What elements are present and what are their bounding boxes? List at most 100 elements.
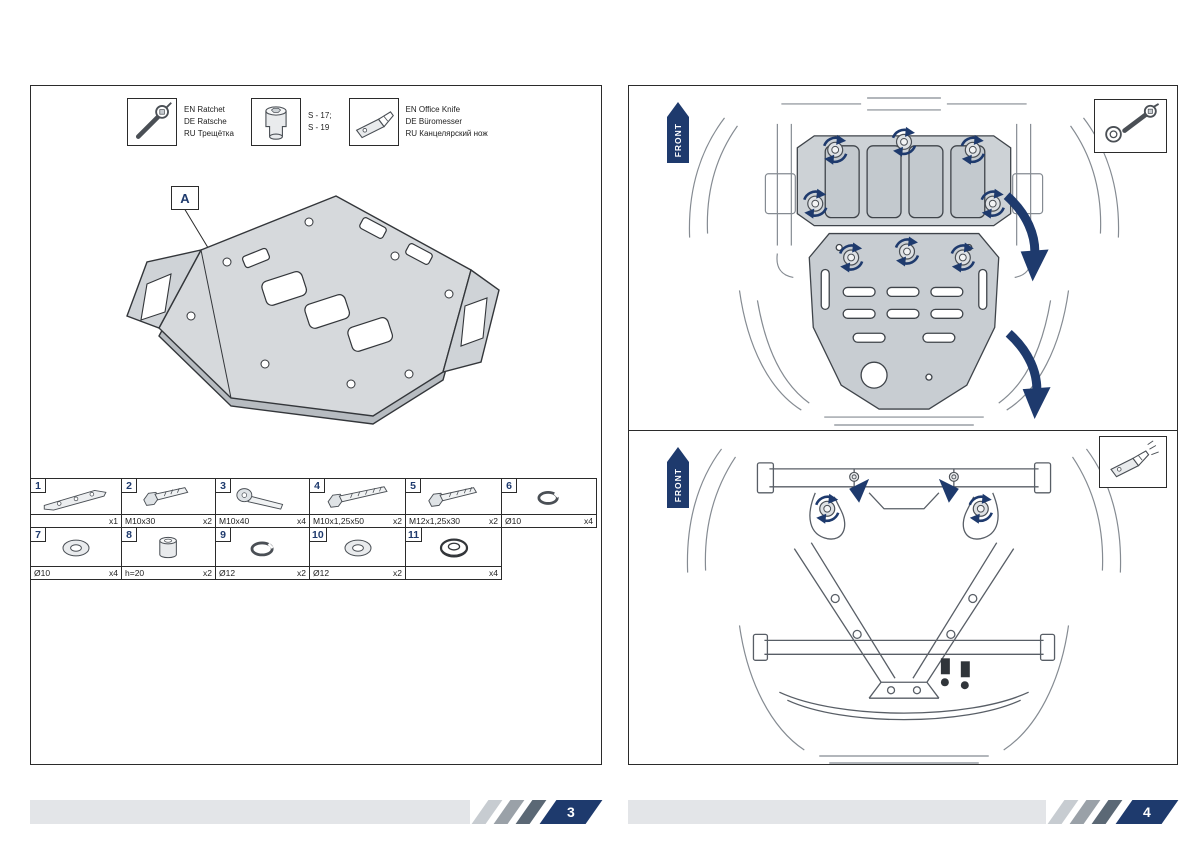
- ratchet-icon: [127, 98, 177, 146]
- front-indicator-1: FRONT: [667, 102, 689, 163]
- part-number: 6: [502, 479, 517, 493]
- underbody-structure: [752, 462, 1056, 721]
- footer-left: 3: [30, 800, 603, 824]
- rotate-down-arrows: [1003, 192, 1051, 420]
- torque-bolt-icon: [814, 492, 840, 526]
- part-number: 10: [310, 528, 327, 542]
- step-1-tool-ratchet-icon: [1094, 99, 1167, 153]
- spacer-bushing-icon: [122, 529, 215, 566]
- page-number-left: 3: [539, 800, 603, 824]
- parts-row-1: 1 x1 2: [30, 478, 597, 528]
- spring-washer-icon: [502, 480, 596, 514]
- part-qty: x4: [297, 516, 306, 526]
- footer-bar: [628, 800, 1046, 824]
- knife-name-de: DE Büromesser: [405, 117, 462, 126]
- step-1-panel: FRONT: [629, 86, 1177, 431]
- part-number: 8: [122, 528, 137, 542]
- step-2-tool-knife-icon: [1099, 436, 1167, 488]
- part-spec: Ø12: [313, 568, 330, 578]
- cup-washer-icon: [406, 529, 501, 566]
- part-number: 2: [122, 479, 137, 493]
- socket-icon: [250, 98, 301, 146]
- knife-name-en: EN Office Knife: [405, 105, 461, 114]
- step-2-panel: FRONT: [629, 431, 1177, 765]
- part-cell-7: 7 Ø10 x4: [30, 527, 122, 580]
- part-cell-5: 5 M12x1,25x30 x2: [405, 478, 502, 528]
- step-1-drawing: [688, 97, 1120, 426]
- part-qty: x2: [393, 568, 402, 578]
- part-spec: Ø10: [34, 568, 51, 578]
- up-arrow-icon: [667, 102, 689, 117]
- front-label: FRONT: [673, 122, 683, 158]
- front-label: FRONT: [673, 467, 683, 503]
- parts-table: 1 x1 2: [30, 478, 597, 580]
- part-spec: M10x40: [219, 516, 250, 526]
- assembly-label: A: [171, 186, 199, 210]
- socket-sizes: S - 17; S - 19: [308, 110, 332, 134]
- ratchet-name-ru: RU Трещётка: [184, 129, 234, 138]
- part-number: 7: [31, 528, 46, 542]
- part-qty: x2: [203, 516, 212, 526]
- part-qty: x2: [489, 516, 498, 526]
- up-arrow-icon: [667, 447, 689, 462]
- part-spec: h=20: [125, 568, 145, 578]
- assembly-diagram: A: [51, 166, 531, 471]
- part-spec: M10x1,25x50: [313, 516, 365, 526]
- spring-washer-icon: [216, 529, 309, 566]
- knife-name-ru: RU Канцелярский нож: [405, 129, 488, 138]
- part-qty: x4: [109, 568, 118, 578]
- part-cell-11: 11 x4: [405, 527, 502, 580]
- part-cell-4: 4 M10x1,25x50 x2: [309, 478, 406, 528]
- page-number-right: 4: [1115, 800, 1179, 824]
- footer-bar: [30, 800, 470, 824]
- skid-plate-drawing: [126, 195, 500, 425]
- part-number: 4: [310, 479, 325, 493]
- ratchet-name-en: EN Ratchet: [184, 105, 225, 114]
- part-qty: x4: [584, 516, 593, 526]
- part-spec: Ø12: [219, 568, 236, 578]
- page-right: FRONT: [628, 85, 1178, 765]
- hex-bolt-icon: [406, 480, 501, 514]
- part-spec: Ø10: [505, 516, 522, 526]
- mount-bracket-icon: [31, 480, 121, 514]
- ratchet-name-de: DE Ratsche: [184, 117, 227, 126]
- hex-bolt-icon: [122, 480, 215, 514]
- part-qty: x2: [297, 568, 306, 578]
- footer-right: 4: [628, 800, 1179, 824]
- part-qty: x2: [393, 516, 402, 526]
- part-cell-2: 2 M10x30 x2: [121, 478, 216, 528]
- knife-names: EN Office Knife DE Büromesser RU Канцеля…: [406, 104, 488, 140]
- insert-arrows: [849, 478, 959, 503]
- button-head-bolt-icon: [216, 480, 309, 514]
- part-cell-6: 6 Ø10 x4: [501, 478, 597, 528]
- part-qty: x1: [109, 516, 118, 526]
- flat-washer-icon: [310, 529, 405, 566]
- part-spec: M12x1,25x30: [409, 516, 461, 526]
- front-indicator-2: FRONT: [667, 447, 689, 508]
- part-number: 5: [406, 479, 421, 493]
- part-spec: M10x30: [125, 516, 156, 526]
- tool-legend: EN Ratchet DE Ratsche RU Трещётка S - 17…: [127, 98, 498, 146]
- hex-bolt-long-icon: [310, 480, 405, 514]
- part-cell-3: 3 M10x40 x4: [215, 478, 310, 528]
- flat-washer-icon: [31, 529, 121, 566]
- part-number: 1: [31, 479, 46, 493]
- part-cell-9: 9 Ø12 x2: [215, 527, 310, 580]
- torque-bolt-icon: [968, 492, 994, 526]
- part-cell-8: 8 h=20 x2: [121, 527, 216, 580]
- part-number: 3: [216, 479, 231, 493]
- step-2-drawing: [686, 448, 1122, 764]
- part-cell-1: 1 x1: [30, 478, 122, 528]
- part-cell-10: 10 Ø12 x2: [309, 527, 406, 580]
- socket-size-1: S - 17;: [307, 111, 332, 120]
- skid-plate-installed: [808, 232, 1000, 410]
- part-number: 11: [406, 528, 423, 542]
- socket-size-2: S - 19: [307, 123, 330, 132]
- page-left: EN Ratchet DE Ratsche RU Трещётка S - 17…: [30, 85, 602, 765]
- part-number: 9: [216, 528, 231, 542]
- part-qty: x2: [203, 568, 212, 578]
- parts-row-2: 7 Ø10 x4 8: [30, 527, 597, 580]
- upper-guard-plate: [796, 135, 1012, 227]
- office-knife-icon: [348, 98, 399, 146]
